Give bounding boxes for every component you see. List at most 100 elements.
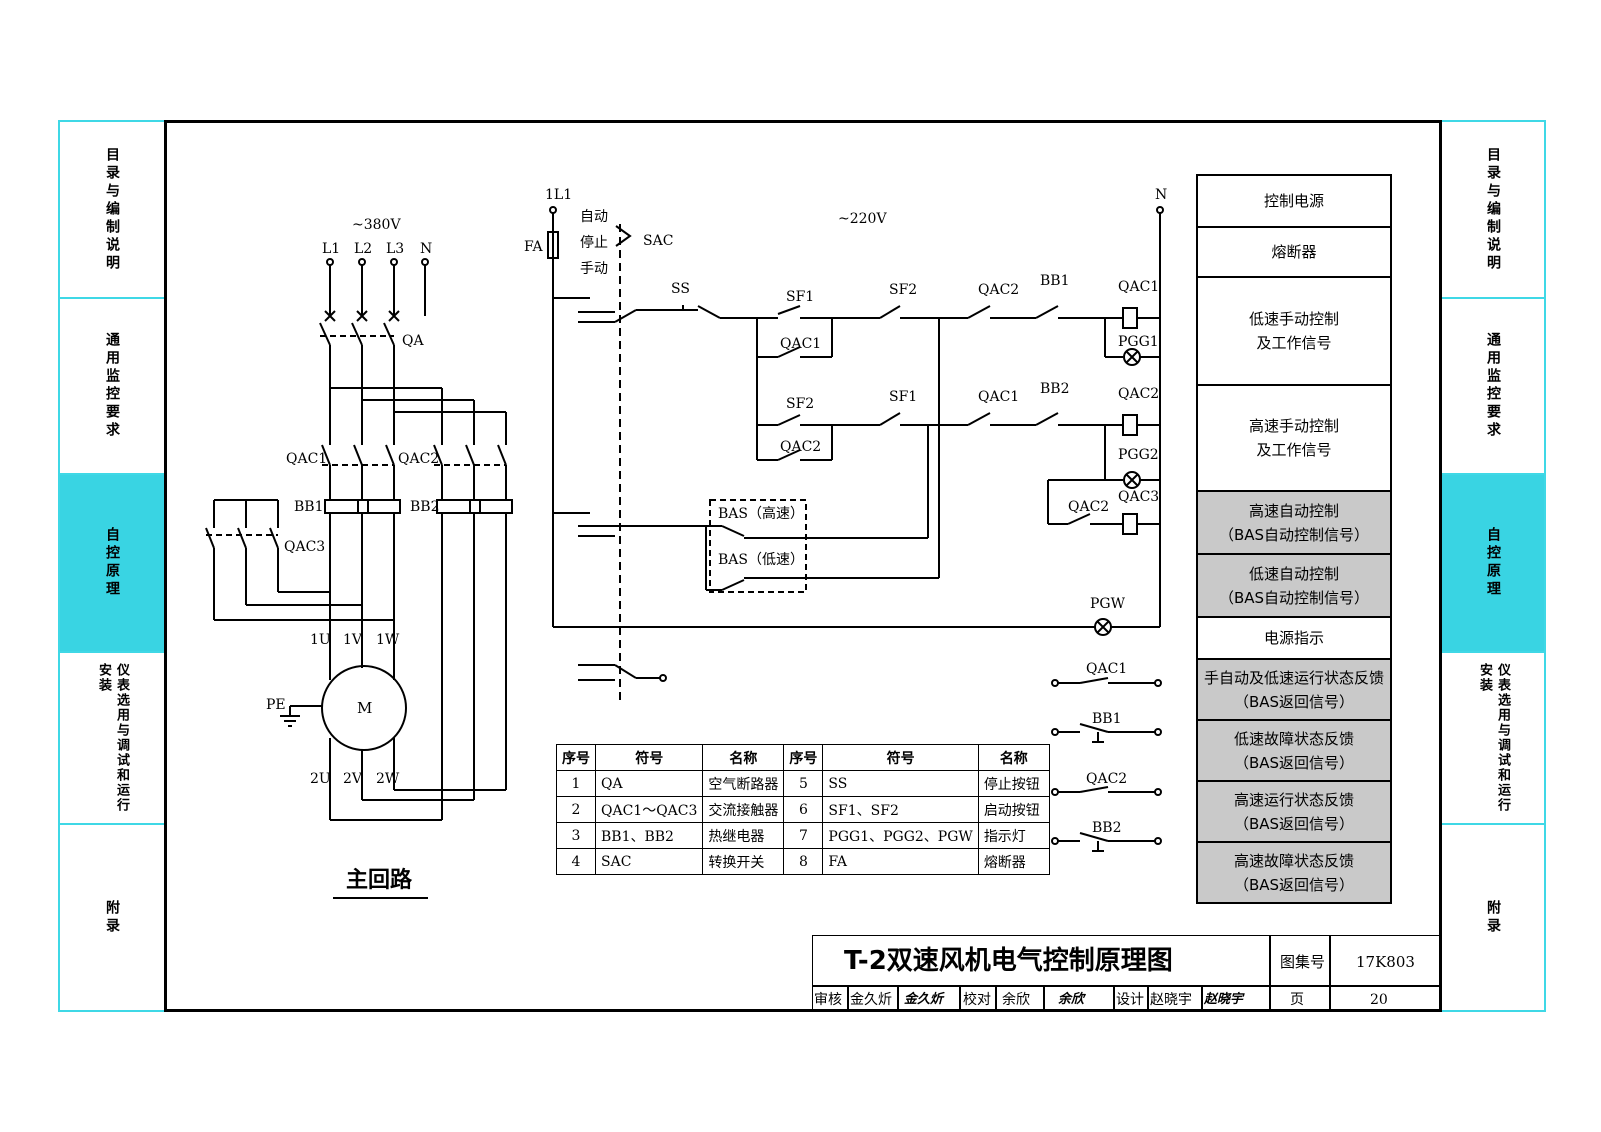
right-nav xyxy=(1442,120,1546,1012)
right-tab-monitoring[interactable]: 通用监控要求 xyxy=(1442,299,1544,473)
table-cell: 7 xyxy=(783,822,824,849)
supply-label: 1L1 xyxy=(545,187,573,203)
left-tab-monitoring[interactable]: 通用监控要求 xyxy=(60,299,164,473)
left-nav xyxy=(58,120,164,1012)
function-line: 熔断器 xyxy=(1271,243,1317,261)
table-cell: 4 xyxy=(556,848,596,875)
function-line: （BAS返回信号） xyxy=(1233,875,1355,894)
function-cell: 高速故障状态反馈（BAS返回信号） xyxy=(1196,841,1392,904)
left-nav-active-bg xyxy=(60,473,164,651)
function-row: 高速运行状态反馈 （BAS返回信号） xyxy=(1196,780,1392,843)
function-row: 高速手动控制及工作信号 xyxy=(1196,384,1392,492)
relay-label: BB1 xyxy=(294,499,324,515)
table-header: 符号 xyxy=(822,744,979,771)
right-tab-contents[interactable]: 目录与编制说明 xyxy=(1442,122,1544,297)
main-circuit-caption: 主回路 xyxy=(346,868,413,893)
terminal-label: 2U xyxy=(310,771,331,787)
table-cell: 熔断器 xyxy=(977,848,1050,875)
left-tab-contents[interactable]: 目录与编制说明 xyxy=(60,122,164,297)
contactor-label: QAC1 xyxy=(286,451,328,467)
phase-label: N xyxy=(420,241,433,257)
designer-name: 赵晓宇 xyxy=(1150,992,1192,1008)
left-tab-control[interactable]: 自控原理 xyxy=(60,475,164,651)
table-row: 1 QA 空气断路器 5 SS 停止按钮 xyxy=(556,770,1050,797)
component-table: 序号 符号 名称 序号 符号 名称 1 QA 空气断路器 5 SS 停止按钮 2… xyxy=(556,744,1050,875)
right-tab-label: 仪表选用与调试和运行安装 xyxy=(1477,663,1510,813)
control-label: BB1 xyxy=(1040,273,1070,289)
terminal-label: 1V xyxy=(343,632,363,648)
main-voltage-label: ~380V xyxy=(352,217,401,233)
check-label: 校对 xyxy=(963,992,991,1008)
function-table: 控制电源 熔断器 低速手动控制及工作信号 高速手动控制及工作信号 高速自动控制（… xyxy=(1196,174,1392,904)
function-line: 低速自动控制 xyxy=(1248,564,1339,583)
function-cell: 电源指示 xyxy=(1196,616,1392,660)
function-cell: 高速运行状态反馈 （BAS返回信号） xyxy=(1196,780,1392,843)
right-tab-label: 通用监控要求 xyxy=(1485,332,1501,440)
table-header: 名称 xyxy=(702,744,785,771)
selector-position: 停止 xyxy=(580,235,608,251)
control-label: QAC2 xyxy=(1118,386,1160,402)
atlas-number: 17K803 xyxy=(1356,953,1415,971)
function-row: 熔断器 xyxy=(1196,226,1392,278)
control-label: SF2 xyxy=(786,396,815,412)
control-label: SS xyxy=(671,281,690,297)
bas-low-label: BAS（低速） xyxy=(718,552,804,568)
table-cell: 2 xyxy=(556,796,596,823)
page-number: 20 xyxy=(1370,992,1388,1008)
checker-name: 余欣 xyxy=(1002,992,1030,1008)
right-nav-divider xyxy=(1442,823,1546,825)
table-cell: FA xyxy=(822,848,979,875)
table-header: 符号 xyxy=(594,744,704,771)
function-row: 高速故障状态反馈（BAS返回信号） xyxy=(1196,841,1392,904)
control-label: SF2 xyxy=(889,282,918,298)
terminal-label: 1U xyxy=(310,632,331,648)
control-label: QAC2 xyxy=(780,439,822,455)
function-cell: 低速手动控制及工作信号 xyxy=(1196,276,1392,386)
function-cell: 熔断器 xyxy=(1196,226,1392,278)
lamp-label: PGG1 xyxy=(1118,334,1159,350)
terminal-label: 2W xyxy=(376,771,400,787)
function-line: （BAS返回信号） xyxy=(1233,753,1355,772)
left-tab-label: 通用监控要求 xyxy=(104,332,120,440)
table-cell: 6 xyxy=(783,796,824,823)
contactor-label: QAC3 xyxy=(284,539,326,555)
left-nav-divider xyxy=(58,473,164,475)
function-line: 及工作信号 xyxy=(1256,441,1332,459)
table-cell: 5 xyxy=(783,770,824,797)
right-tab-instrument[interactable]: 仪表选用与调试和运行安装 xyxy=(1442,653,1544,823)
right-tab-control[interactable]: 自控原理 xyxy=(1442,475,1544,651)
control-label: QAC2 xyxy=(1068,499,1110,515)
left-tab-instrument[interactable]: 仪表选用与调试和运行安装 xyxy=(60,653,164,823)
feedback-label: QAC2 xyxy=(1086,771,1128,787)
checker-signature: 余欣 xyxy=(1058,992,1085,1007)
terminal-label: 2V xyxy=(343,771,363,787)
function-row: 低速故障状态反馈 （BAS返回信号） xyxy=(1196,719,1392,782)
table-row: 2 QAC1～QAC3 交流接触器 6 SF1、SF2 启动按钮 xyxy=(556,796,1050,823)
control-label: QAC1 xyxy=(978,389,1020,405)
phase-label: L1 xyxy=(322,241,341,257)
right-nav-divider xyxy=(1442,651,1546,653)
control-label: QAC2 xyxy=(978,282,1020,298)
function-line: （BAS返回信号） xyxy=(1233,814,1355,833)
drawing-title: T-2双速风机电气控制原理图 xyxy=(844,946,1173,976)
control-label: QAC1 xyxy=(1118,279,1160,295)
table-header: 名称 xyxy=(977,744,1050,771)
lamp-label: PGG2 xyxy=(1118,447,1159,463)
feedback-label: BB1 xyxy=(1092,711,1122,727)
function-line: （BAS返回信号） xyxy=(1233,692,1355,711)
function-row: 手自动及低速运行状态反馈（BAS返回信号） xyxy=(1196,658,1392,721)
function-line: 低速故障状态反馈 xyxy=(1233,729,1354,748)
left-tab-appendix[interactable]: 附录 xyxy=(60,825,164,1010)
function-line: 高速运行状态反馈 xyxy=(1233,790,1354,809)
right-tab-appendix[interactable]: 附录 xyxy=(1442,825,1544,1010)
table-cell: BB1、BB2 xyxy=(594,822,704,849)
control-label: SF1 xyxy=(786,289,815,305)
function-cell: 高速手动控制及工作信号 xyxy=(1196,384,1392,492)
selector-label: SAC xyxy=(643,233,674,249)
table-cell: 3 xyxy=(556,822,596,849)
table-cell: PGG1、PGG2、PGW xyxy=(822,822,979,849)
function-row: 低速自动控制（BAS自动控制信号） xyxy=(1196,553,1392,618)
selector-position: 自动 xyxy=(580,209,608,225)
table-cell: SAC xyxy=(594,848,704,875)
